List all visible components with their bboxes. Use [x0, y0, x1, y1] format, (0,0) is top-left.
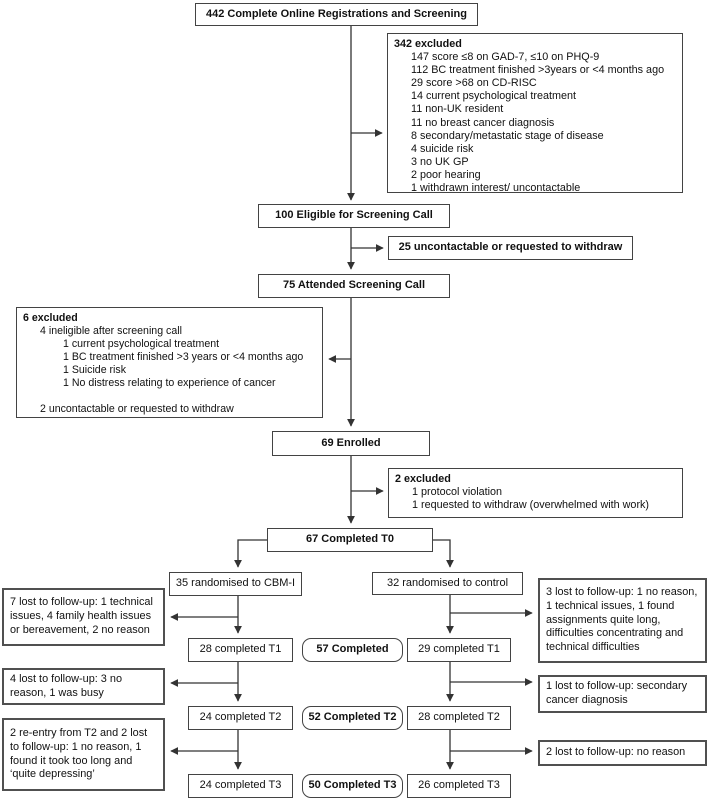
excluded-342-box: 342 excluded 147 score ≤8 on GAD-7, ≤10 …	[387, 33, 683, 195]
excluded-342-item: 11 no breast cancer diagnosis	[411, 116, 555, 129]
lost-4-box: 4 lost to follow-up: 3 no reason, 1 was …	[2, 668, 165, 705]
enrolled-box: 69 Enrolled	[272, 431, 430, 456]
excluded-342-item: 2 poor hearing	[411, 168, 481, 181]
t3-total-box: 50 Completed T3	[302, 774, 403, 798]
connector-t0-cbmi	[234, 539, 267, 568]
t2-cbmi-box: 24 completed T2	[188, 706, 293, 730]
lost-2-box: 2 lost to follow-up: no reason	[538, 740, 707, 766]
excluded-2-item: 1 protocol violation	[412, 486, 503, 499]
eligible-box: 100 Eligible for Screening Call	[258, 204, 450, 228]
excluded-2-item: 1 requested to withdraw (overwhelmed wit…	[412, 499, 650, 512]
excluded-342-item: 3 no UK GP	[411, 155, 469, 168]
excluded-6-subitem: 1 No distress relating to experience of …	[63, 377, 276, 390]
connector-t0-control	[433, 539, 454, 568]
excluded-342-title: 342 excluded	[394, 38, 462, 50]
attended-box: 75 Attended Screening Call	[258, 274, 450, 298]
t2-control-box: 28 completed T2	[407, 706, 511, 730]
excluded-6-subitem: 1 BC treatment finished >3 years or <4 m…	[63, 351, 304, 364]
excluded-342-item: 112 BC treatment finished >3years or <4 …	[411, 64, 665, 77]
excluded-342-item: 8 secondary/metastatic stage of disease	[411, 129, 604, 142]
excluded-6-subitem: 1 Suicide risk	[63, 364, 126, 377]
excluded-342-item: 11 non-UK resident	[411, 103, 504, 116]
cbmi-arm-box: 35 randomised to CBM-I	[169, 572, 302, 596]
t0-box: 67 Completed T0	[267, 528, 433, 552]
t3-control-box: 26 completed T3	[407, 774, 511, 798]
excluded-342-item: 147 score ≤8 on GAD-7, ≤10 on PHQ-9	[411, 51, 600, 64]
excluded-342-item: 1 withdrawn interest/ uncontactable	[411, 182, 581, 195]
t3-cbmi-box: 24 completed T3	[188, 774, 293, 798]
excluded-6-title: 6 excluded	[23, 312, 78, 324]
t1-control-box: 29 completed T1	[407, 638, 511, 662]
spacer	[23, 391, 316, 403]
connector-group	[170, 25, 533, 770]
excluded-2-title: 2 excluded	[395, 473, 451, 485]
t2-total-box: 52 Completed T2	[302, 706, 403, 730]
excluded-6-box: 6 excluded 4 ineligible after screening …	[16, 307, 323, 418]
excluded-6-footer: 2 uncontactable or requested to withdraw	[40, 402, 234, 415]
t1-total-box: 57 Completed	[302, 638, 403, 662]
t1-cbmi-box: 28 completed T1	[188, 638, 293, 662]
excluded-2-box: 2 excluded 1 protocol violation 1 reques…	[388, 468, 683, 518]
excluded-342-item: 4 suicide risk	[411, 142, 474, 155]
excluded-342-item: 29 score >68 on CD-RISC	[411, 77, 537, 90]
reentry-box: 2 re-entry from T2 and 2 lost to follow-…	[2, 718, 165, 791]
lost-3-box: 3 lost to follow-up: 1 no reason, 1 tech…	[538, 578, 707, 663]
excluded-6-subitem: 1 current psychological treatment	[63, 338, 220, 351]
lost-1-box: 1 lost to follow-up: secondary cancer di…	[538, 675, 707, 713]
control-arm-box: 32 randomised to control	[372, 572, 523, 595]
uncontactable-25-box: 25 uncontactable or requested to withdra…	[388, 236, 633, 260]
excluded-342-item: 14 current psychological treatment	[411, 90, 577, 103]
lost-7-box: 7 lost to follow-up: 1 technical issues,…	[2, 588, 165, 646]
excluded-6-reason: 4 ineligible after screening call	[40, 325, 182, 338]
registrations-box: 442 Complete Online Registrations and Sc…	[195, 3, 478, 26]
